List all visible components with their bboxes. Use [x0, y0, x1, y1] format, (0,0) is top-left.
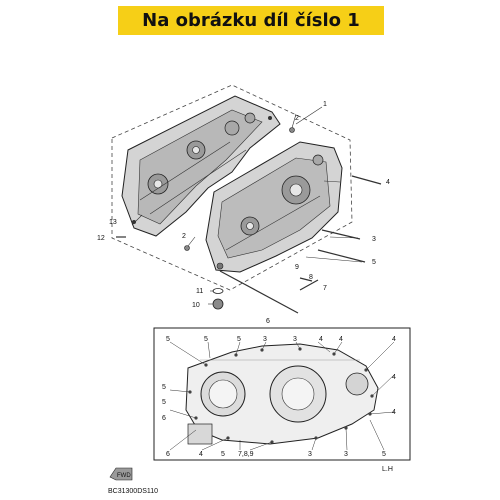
inset-sprocket-boss	[345, 372, 369, 396]
inset-label-t3: 5	[237, 336, 241, 343]
inset-label-t1: 5	[166, 336, 170, 343]
part-label-11: 11	[196, 288, 203, 295]
catalog-code: BC31300DS110	[108, 488, 158, 495]
inset-label-r3: 4	[392, 409, 396, 416]
inset-label-t6: 4	[319, 336, 323, 343]
part-label-7: 7	[323, 285, 327, 292]
inset-lh-view: 5 5 5 3 3 4 4 5 5 6 4 4 4 6 4 5 7,8,9 3 …	[153, 327, 411, 461]
fwd-label: FWD	[117, 473, 131, 479]
inset-label-t7: 4	[339, 336, 343, 343]
plug	[212, 298, 224, 310]
inset-label-b7: 5	[382, 451, 386, 458]
part-label-2a: 2	[295, 115, 299, 122]
crankcase-left-half	[121, 95, 281, 237]
part-label-4: 4	[386, 179, 390, 186]
inset-label-l2: 5	[162, 399, 166, 406]
title-banner: Na obrázku díl číslo 1	[118, 6, 384, 35]
bolts	[116, 175, 382, 314]
banner-title: Na obrázku díl číslo 1	[142, 10, 360, 31]
part-label-9: 9	[295, 264, 299, 271]
side-label: L.H	[382, 466, 393, 473]
inset-label-b4: 7,8,9	[238, 451, 254, 458]
dowel-pin	[289, 127, 295, 133]
inset-label-b2: 4	[199, 451, 203, 458]
inset-label-t5: 3	[293, 336, 297, 343]
crankcase-right-half	[205, 141, 343, 273]
inset-label-l1: 5	[162, 384, 166, 391]
inset-label-l3: 6	[162, 415, 166, 422]
inset-label-t2: 5	[204, 336, 208, 343]
part-label-13: 13	[109, 219, 117, 226]
part-label-6: 6	[266, 318, 270, 325]
part-label-12: 12	[97, 235, 105, 242]
inset-label-b6: 3	[344, 451, 348, 458]
part-labels: 1 2 4 13 12 2 3 5 9 8 7 11 10 6	[97, 101, 390, 325]
part-label-1: 1	[323, 101, 327, 108]
inset-label-b3: 5	[221, 451, 225, 458]
part-label-2b: 2	[182, 233, 186, 240]
fwd-arrow-icon: FWD	[109, 467, 133, 481]
inset-label-b5: 3	[308, 451, 312, 458]
dowel-pin-2	[184, 245, 190, 251]
part-label-8: 8	[309, 274, 313, 281]
assembly-outline	[111, 84, 353, 291]
inset-label-t4: 3	[263, 336, 267, 343]
inset-label-r1: 4	[392, 336, 396, 343]
part-label-5: 5	[372, 259, 376, 266]
leader-lines	[131, 106, 363, 305]
o-ring	[212, 288, 224, 294]
inset-label-b1: 6	[166, 451, 170, 458]
part-label-3: 3	[372, 236, 376, 243]
inset-label-r2: 4	[392, 374, 396, 381]
part-label-10: 10	[192, 302, 200, 309]
